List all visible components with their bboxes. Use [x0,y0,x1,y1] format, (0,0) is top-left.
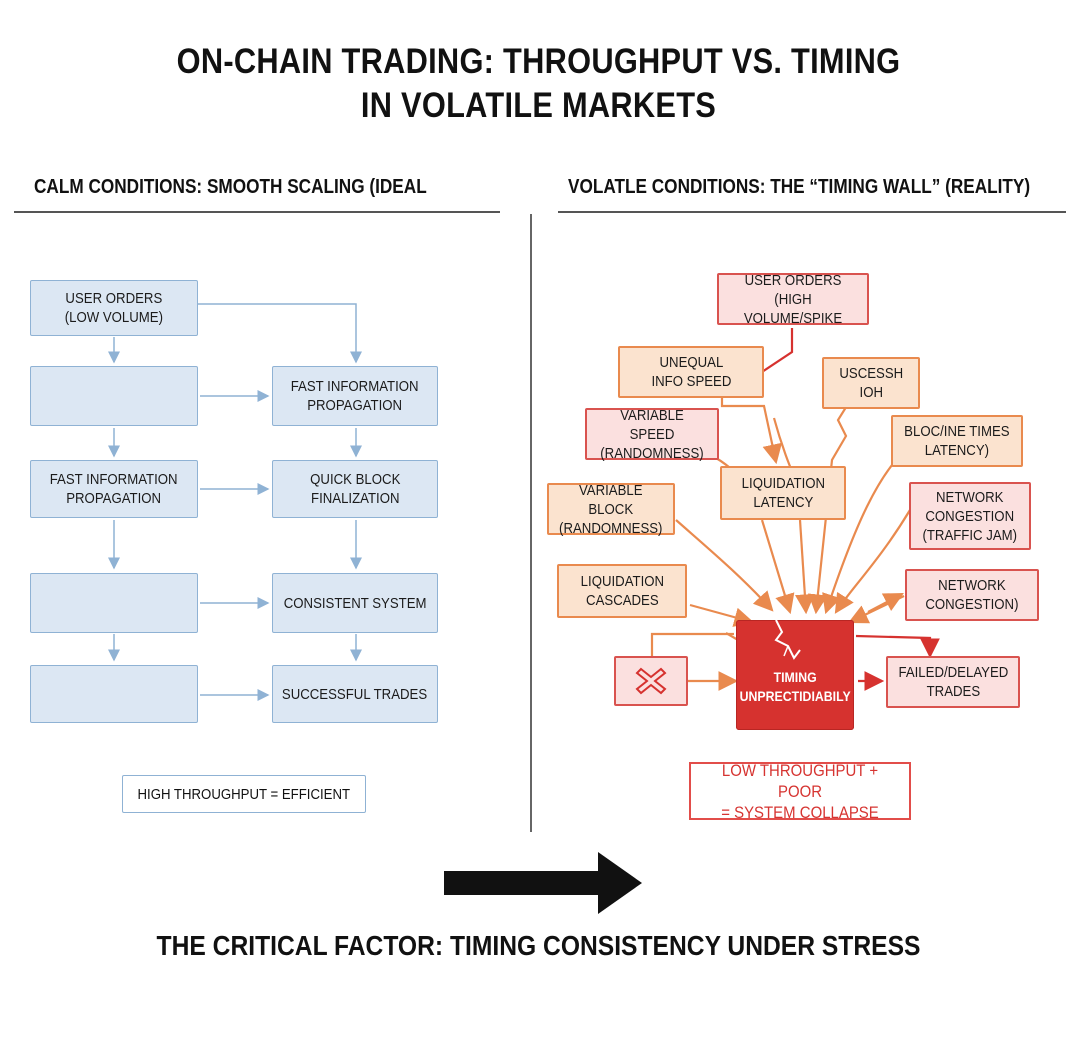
right-failed-label: FAILED/DELAYED TRADES [898,664,1008,700]
right-liq-cascades-box: LIQUIDATION CASCADES [557,564,687,618]
center-divider [530,214,532,832]
right-uscessh-label: USCESSH IOH [839,365,903,401]
crack-icon [774,620,801,660]
right-divider [558,211,1066,213]
timing-core-box: TIMING UNPRECTIDIABILY [736,620,854,730]
right-variable-speed-label: VARIABLE SPEED (RANDOMNESS) [600,406,704,462]
left-quick-block-label: QUICK BLOCK FINALIZATION [309,471,401,507]
left-fast-info-right-box: FAST INFORMATION PROPAGATION [272,366,438,426]
right-variable-speed-box: VARIABLE SPEED (RANDOMNESS) [585,406,719,462]
right-error-box [614,656,688,706]
left-consistent-label: CONSISTENT SYSTEM [283,594,427,612]
timing-core-label: TIMING UNPRECTIDIABILY [739,669,851,704]
left-flow-arrows [108,303,362,701]
right-bloc-times-label: BLOC/INE TIMES LATENCY) [904,423,1010,459]
right-failed-box: FAILED/DELAYED TRADES [886,656,1020,708]
right-network-congestion-box: NETWORK CONGESTION) [905,569,1039,621]
left-divider [14,211,500,213]
right-unequal-box: UNEQUAL INFO SPEED [618,346,764,398]
right-unequal-label: UNEQUAL INFO SPEED [651,354,731,390]
page-title: ON-CHAIN TRADING: THROUGHPUT VS. TIMING … [65,40,1013,128]
footer-caption: THE CRITICAL FACTOR: TIMING CONSISTENCY … [156,930,921,961]
left-consistent-box: CONSISTENT SYSTEM [272,573,438,633]
left-user-orders-label: USER ORDERS (LOW VOLUME) [64,290,164,326]
left-successful-box: SUCCESSFUL TRADES [272,665,438,723]
big-right-arrow [444,852,642,914]
right-heading: VOLATLE CONDITIONS: THE “TIMING WALL” (R… [568,176,1031,198]
right-network-traffic-label: NETWORK CONGESTION (TRAFFIC JAM) [922,488,1018,544]
right-network-traffic-box: NETWORK CONGESTION (TRAFFIC JAM) [909,482,1031,550]
right-summary-label: LOW THROUGHPUT + POOR = SYSTEM COLLAPSE [721,760,879,822]
left-successful-label: SUCCESSFUL TRADES [282,685,428,703]
left-user-orders-box: USER ORDERS (LOW VOLUME) [30,280,198,336]
left-empty-box-3 [30,665,198,723]
right-variable-block-label: VARIABLE BLOCK (RANDOMNESS) [559,481,663,537]
right-liq-latency-label: LIQUIDATION LATENCY [741,475,825,511]
right-summary-box: LOW THROUGHPUT + POOR = SYSTEM COLLAPSE [689,760,911,822]
left-fast-info-left-box: FAST INFORMATION PROPAGATION [30,460,198,518]
right-liq-latency-box: LIQUIDATION LATENCY [720,466,846,520]
left-empty-box-2 [30,573,198,633]
left-quick-block-box: QUICK BLOCK FINALIZATION [272,460,438,518]
left-fast-info-right-label: FAST INFORMATION PROPAGATION [291,378,419,414]
failed-arrows [761,328,940,691]
right-variable-block-box: VARIABLE BLOCK (RANDOMNESS) [547,481,675,537]
left-empty-box-1 [30,366,198,426]
left-fast-info-left-label: FAST INFORMATION PROPAGATION [50,471,178,507]
right-user-orders-box: USER ORDERS (HIGH VOLUME/SPIKE [717,271,869,327]
right-uscessh-box: USCESSH IOH [822,357,920,409]
left-summary-box: HIGH THROUGHPUT = EFFICIENT [122,775,366,813]
title-line-2: IN VOLATILE MARKETS [360,86,717,125]
error-x-icon [635,667,667,695]
left-heading: CALM CONDITIONS: SMOOTH SCALING (IDEAL [34,176,427,198]
title-line-1: ON-CHAIN TRADING: THROUGHPUT VS. TIMING [176,42,901,81]
right-user-orders-label: USER ORDERS (HIGH VOLUME/SPIKE [743,271,843,327]
right-network-congestion-label: NETWORK CONGESTION) [925,577,1019,613]
right-liq-cascades-label: LIQUIDATION CASCADES [580,573,664,609]
left-summary-label: HIGH THROUGHPUT = EFFICIENT [137,785,351,803]
right-bloc-times-box: BLOC/INE TIMES LATENCY) [891,415,1023,467]
